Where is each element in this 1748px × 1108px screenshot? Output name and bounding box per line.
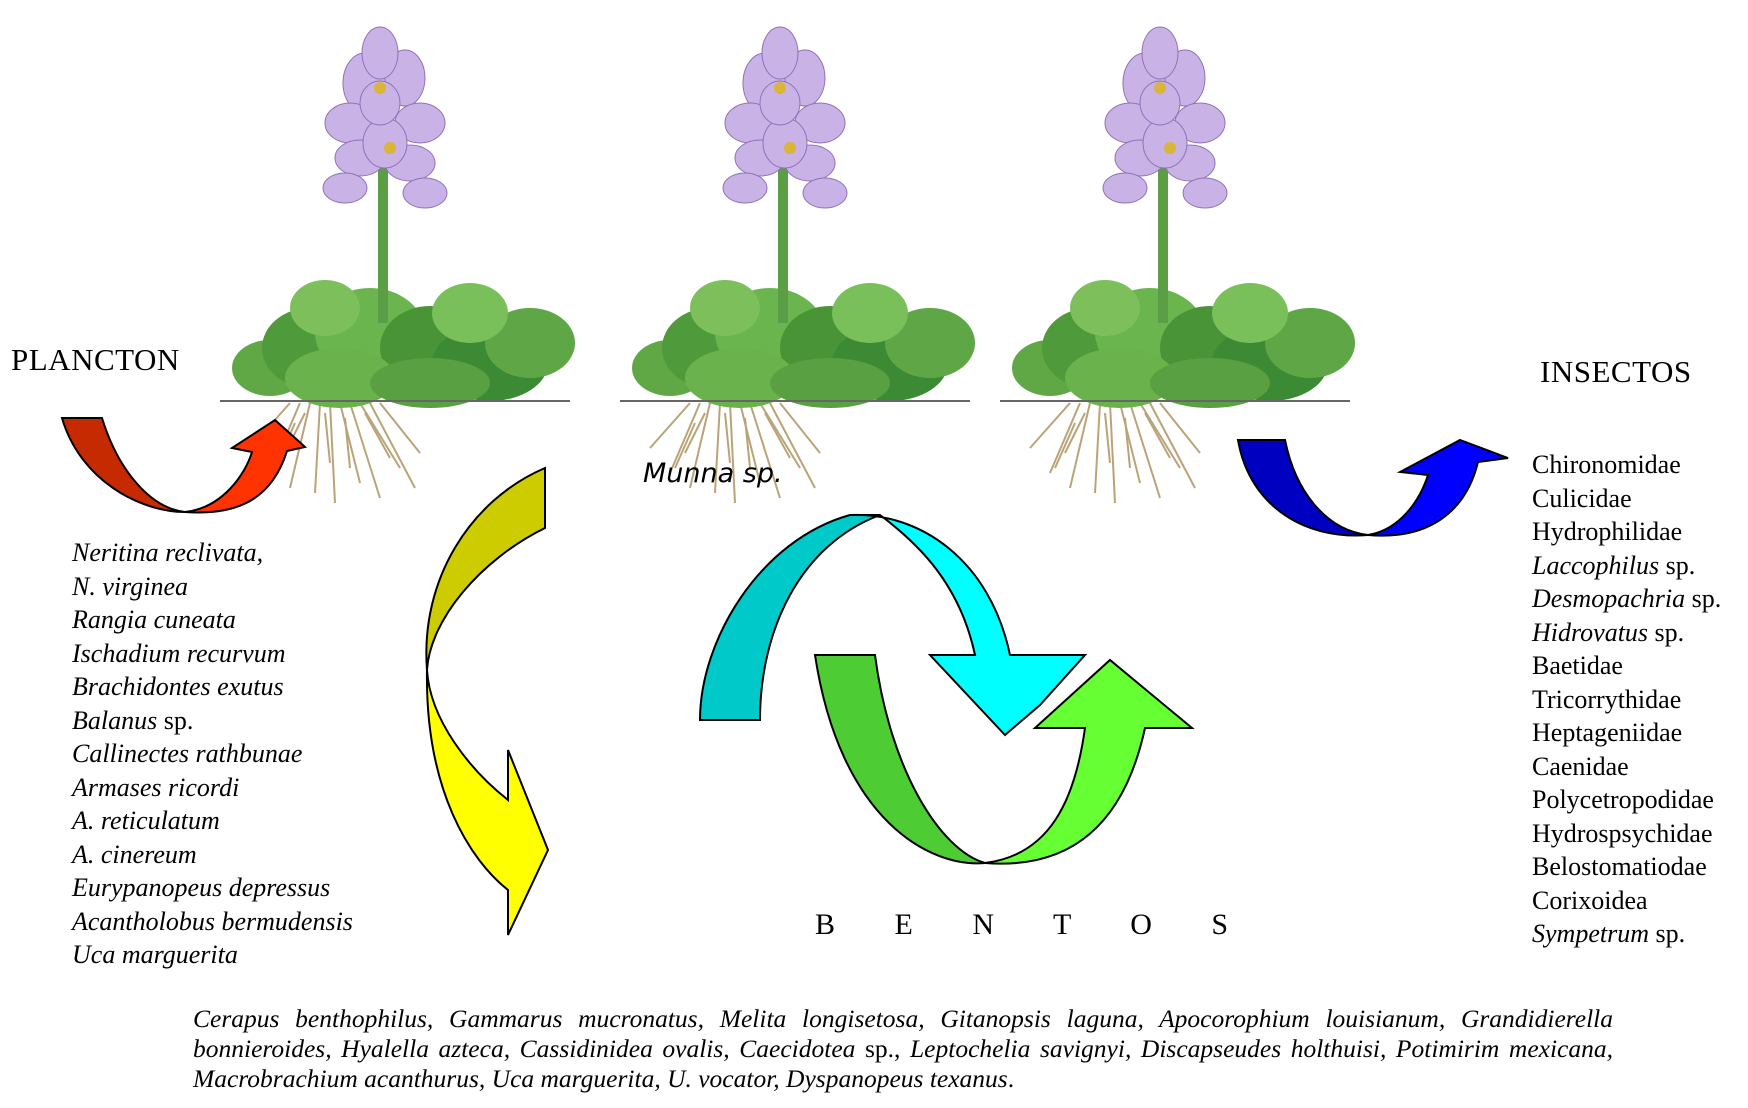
taxon-name: A. reticulatum bbox=[72, 806, 220, 835]
taxon-name: Armases ricordi bbox=[72, 773, 239, 802]
taxon-name: Tricorrythidae bbox=[1532, 685, 1681, 714]
taxon-name: Belostomatiodae bbox=[1532, 852, 1707, 881]
insectos-cycle-arrow bbox=[1238, 440, 1508, 536]
taxon-suffix: sp. bbox=[1659, 551, 1695, 580]
taxon-name: Heptageniidae bbox=[1532, 718, 1682, 747]
taxon-name: Caenidae bbox=[1532, 752, 1629, 781]
taxon-name: Corixoidea bbox=[1532, 886, 1648, 915]
taxon-name: Acantholobus bermudensis bbox=[72, 907, 353, 936]
taxon-name: Laccophilus bbox=[1532, 551, 1659, 580]
list-item: Heptageniidae bbox=[1532, 716, 1721, 750]
list-item: N. virginea bbox=[72, 570, 353, 604]
list-item: Laccophilus sp. bbox=[1532, 549, 1721, 583]
munna-label: Munna sp. bbox=[643, 458, 783, 489]
taxon-name: Neritina reclivata, bbox=[72, 538, 263, 567]
list-item: Hidrovatus sp. bbox=[1532, 616, 1721, 650]
taxon-name: Sympetrum bbox=[1532, 919, 1649, 948]
taxon-suffix: sp. bbox=[157, 706, 193, 735]
list-item: Acantholobus bermudensis bbox=[72, 905, 353, 939]
list-item: Hydrospsychidae bbox=[1532, 817, 1721, 851]
list-item: Eurypanopeus depressus bbox=[72, 871, 353, 905]
plancton-label: PLANCTON bbox=[11, 342, 180, 378]
list-item: Baetidae bbox=[1532, 649, 1721, 683]
taxon-name: Ischadium recurvum bbox=[72, 639, 285, 668]
taxon-suffix: sp. bbox=[1649, 919, 1685, 948]
taxon-suffix: sp. bbox=[1685, 584, 1721, 613]
list-item: Belostomatiodae bbox=[1532, 850, 1721, 884]
list-item: A. cinereum bbox=[72, 838, 353, 872]
taxon-name: Brachidontes exutus bbox=[72, 672, 284, 701]
taxon-name: Hydrospsychidae bbox=[1532, 819, 1713, 848]
taxon-name: N. virginea bbox=[72, 572, 188, 601]
list-item: Callinectes rathbunae bbox=[72, 737, 353, 771]
list-item: Corixoidea bbox=[1532, 884, 1721, 918]
taxon-name: Eurypanopeus depressus bbox=[72, 873, 330, 902]
taxon-name: Uca marguerita bbox=[72, 940, 238, 969]
list-item: Desmopachria sp. bbox=[1532, 582, 1721, 616]
list-item: Hydrophilidae bbox=[1532, 515, 1721, 549]
taxon-name: Hidrovatus bbox=[1532, 618, 1648, 647]
taxon-name: Callinectes rathbunae bbox=[72, 739, 302, 768]
plancton-bentos-arrow bbox=[426, 468, 548, 935]
list-item: Armases ricordi bbox=[72, 771, 353, 805]
water-hyacinth-plant-icon bbox=[620, 27, 975, 503]
taxon-name: Culicidae bbox=[1532, 484, 1632, 513]
list-item: Ischadium recurvum bbox=[72, 637, 353, 671]
list-item: Rangia cuneata bbox=[72, 603, 353, 637]
list-item: Chironomidae bbox=[1532, 448, 1721, 482]
list-item: Polycetropodidae bbox=[1532, 783, 1721, 817]
insectos-label: INSECTOS bbox=[1540, 354, 1692, 390]
plancton-cycle-arrow bbox=[60, 418, 305, 520]
taxon-name: Rangia cuneata bbox=[72, 605, 236, 634]
taxon-name: Desmopachria bbox=[1532, 584, 1685, 613]
list-item: Brachidontes exutus bbox=[72, 670, 353, 704]
list-item: Uca marguerita bbox=[72, 938, 353, 972]
taxon-name: A. cinereum bbox=[72, 840, 197, 869]
list-item: Sympetrum sp. bbox=[1532, 917, 1721, 951]
taxon-name: Polycetropodidae bbox=[1532, 785, 1714, 814]
list-item: Balanus sp. bbox=[72, 704, 353, 738]
list-item: Culicidae bbox=[1532, 482, 1721, 516]
taxon-name: Balanus bbox=[72, 706, 157, 735]
list-item: A. reticulatum bbox=[72, 804, 353, 838]
bentos-label: B E N T O S bbox=[815, 908, 1254, 942]
benthos-text-part: . bbox=[1008, 1064, 1014, 1093]
bentos-cycle-arrow-cyan bbox=[700, 515, 1085, 735]
water-hyacinth-plant-icon bbox=[1000, 27, 1355, 503]
list-item: Caenidae bbox=[1532, 750, 1721, 784]
list-item: Tricorrythidae bbox=[1532, 683, 1721, 717]
taxon-name: Chironomidae bbox=[1532, 450, 1681, 479]
taxon-name: Baetidae bbox=[1532, 651, 1623, 680]
benthos-text-part: sp., bbox=[855, 1034, 900, 1063]
benthos-species-paragraph: Cerapus benthophilus, Gammarus mucronatu… bbox=[193, 1004, 1613, 1094]
list-item: Neritina reclivata, bbox=[72, 536, 353, 570]
taxon-name: Hydrophilidae bbox=[1532, 517, 1682, 546]
taxon-suffix: sp. bbox=[1648, 618, 1684, 647]
